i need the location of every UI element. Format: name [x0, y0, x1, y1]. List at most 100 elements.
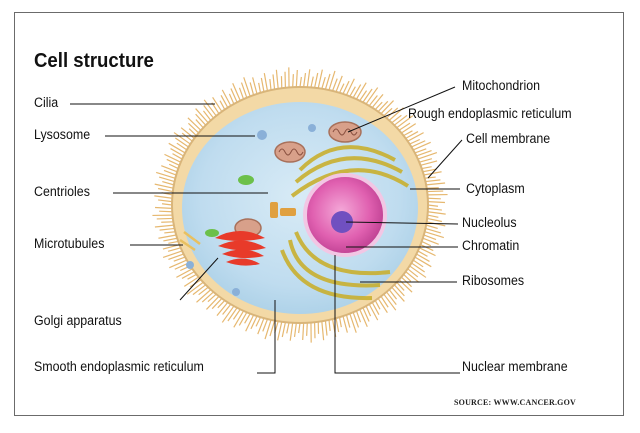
cilium: [169, 259, 188, 269]
cilium: [420, 160, 438, 166]
cilia-fringe: [152, 67, 448, 343]
cilium: [426, 182, 446, 186]
cilium: [321, 321, 325, 341]
cilium: [243, 77, 251, 97]
cilium: [345, 78, 355, 96]
label-nuclear-membrane: Nuclear membrane: [462, 359, 568, 374]
cilium: [427, 207, 442, 211]
cilium: [393, 114, 408, 126]
cilium: [427, 211, 446, 215]
cilium: [306, 69, 311, 88]
cilium: [262, 318, 269, 332]
cilium: [383, 293, 397, 311]
cilium: [371, 93, 384, 108]
cilium: [173, 132, 191, 145]
cilium: [249, 82, 255, 96]
cilium: [409, 265, 427, 278]
cilium: [170, 148, 184, 157]
cilium: [419, 247, 436, 257]
cilium: [203, 105, 214, 119]
cilium: [202, 110, 212, 121]
cilium: [355, 82, 367, 100]
cilium: [380, 296, 389, 308]
cilium: [195, 119, 204, 129]
cilium: [421, 240, 432, 247]
cilium: [424, 231, 444, 239]
label-chromatin: Chromatin: [462, 238, 520, 253]
cilium: [355, 310, 362, 323]
cilium: [427, 217, 443, 223]
cilium: [371, 302, 380, 315]
nucleolus-leader: [345, 221, 459, 225]
label-centrioles: Centrioles: [34, 184, 90, 199]
cilium: [158, 199, 173, 203]
label-golgi-apparatus: Golgi apparatus: [34, 313, 122, 328]
cilium: [181, 271, 195, 279]
green-vesicle: [238, 175, 254, 185]
cilium: [275, 69, 279, 89]
cilium: [195, 108, 209, 124]
mitochondrion-leader: [347, 86, 456, 133]
centrioles-shape: [270, 202, 296, 218]
cilium: [424, 176, 436, 179]
cilium: [401, 123, 417, 134]
cilium: [220, 95, 229, 108]
cilium: [161, 203, 173, 206]
cilium: [388, 289, 398, 300]
cilium: [166, 158, 180, 166]
cilium: [425, 224, 438, 230]
cilium: [159, 210, 173, 213]
cilium: [162, 180, 175, 186]
cilium: [427, 214, 439, 218]
label-nucleolus: Nucleolus: [462, 215, 517, 230]
cilium: [212, 96, 223, 112]
cilium: [211, 102, 220, 114]
cilium: [335, 75, 343, 92]
cilium: [324, 73, 331, 90]
cilium: [303, 73, 307, 88]
cilium: [412, 141, 431, 151]
cilium: [206, 295, 220, 310]
cilium: [286, 322, 290, 334]
cilium: [168, 240, 179, 244]
cilium: [211, 298, 223, 310]
cilium: [427, 201, 446, 204]
cilium: [269, 320, 276, 337]
cilium: [221, 305, 235, 323]
cilium: [240, 82, 248, 98]
cilium: [298, 322, 301, 334]
cilium: [310, 76, 314, 88]
cilium: [292, 74, 294, 88]
cilium: [407, 132, 424, 142]
cilium: [186, 281, 204, 295]
cilium: [345, 314, 351, 328]
cilium: [258, 82, 262, 93]
cilium: [232, 309, 241, 320]
cilium: [238, 312, 248, 326]
cilium: [245, 314, 255, 332]
cilium: [338, 317, 342, 328]
cilium: [391, 286, 405, 302]
cilium: [168, 253, 184, 261]
cilium: [352, 312, 360, 328]
smooth-er-leader: [257, 300, 276, 374]
cilium: [321, 76, 326, 89]
cilium: [250, 315, 258, 330]
cilium: [232, 82, 241, 101]
cilium: [192, 284, 207, 296]
leader-lines: [70, 86, 463, 374]
cilium: [365, 305, 372, 317]
cilium: [238, 87, 245, 100]
cilium: [362, 88, 373, 103]
cilium: [219, 100, 226, 110]
cilium: [217, 300, 226, 309]
cilium: [365, 87, 379, 105]
microtubules-shape: [179, 231, 201, 252]
label-microtubules: Microtubules: [34, 236, 105, 251]
cilium: [181, 132, 193, 142]
cilium: [176, 142, 188, 151]
cilium: [324, 320, 328, 336]
cilium: [396, 281, 405, 291]
cilium: [398, 122, 411, 131]
